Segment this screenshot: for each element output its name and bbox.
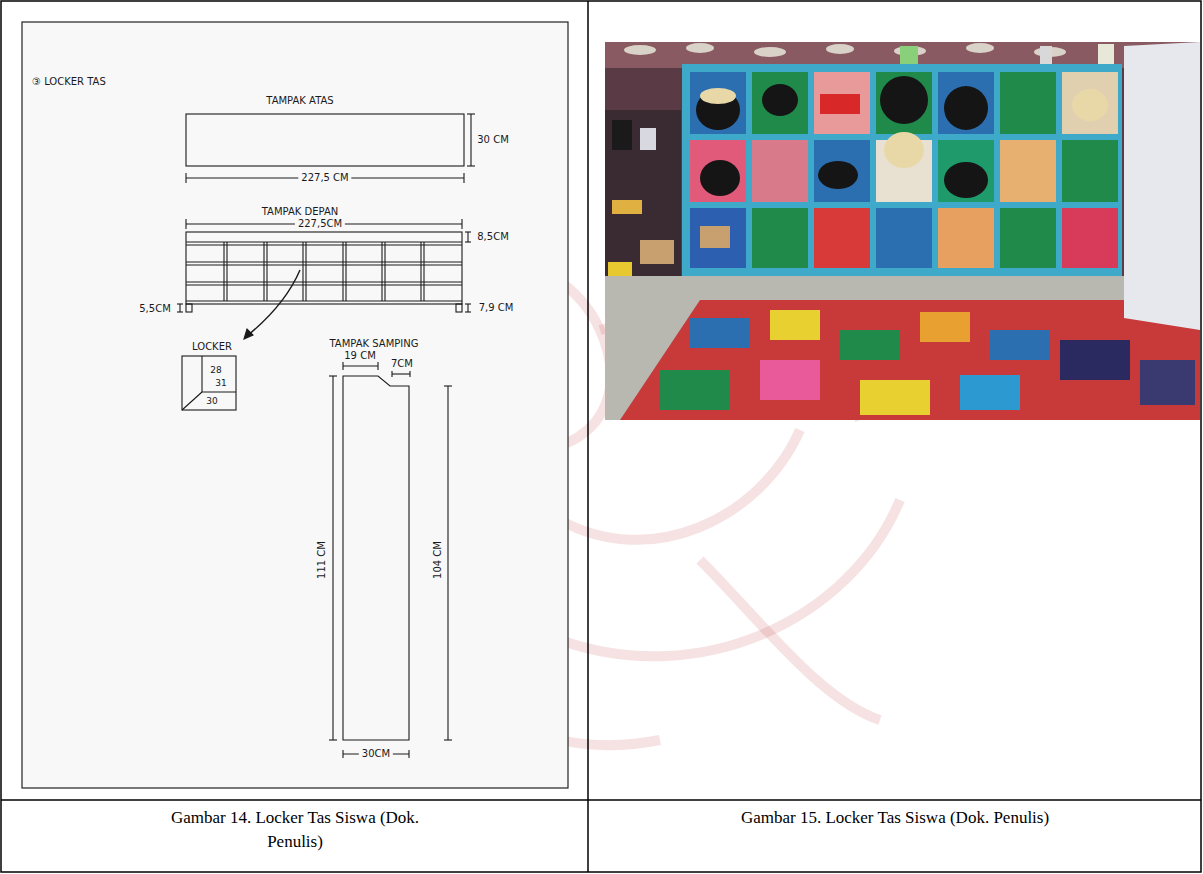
- dimension-label: 7CM: [391, 358, 413, 370]
- dimension-label: 5,5CM: [139, 303, 171, 315]
- dimension-label: 28: [210, 365, 221, 376]
- dimension-label: 8,5CM: [477, 231, 509, 243]
- dimension-label: 104 CM: [432, 541, 444, 579]
- dimension-label: 30 CM: [477, 134, 509, 146]
- view-title: TAMPAK ATAS: [266, 95, 333, 107]
- view-title: TAMPAK SAMPING: [330, 338, 419, 350]
- figure-caption: Gambar 14. Locker Tas Siswa (Dok. Penuli…: [145, 806, 445, 854]
- dimension-label: 19 CM: [344, 350, 376, 362]
- view-title: TAMPAK DEPAN: [262, 206, 339, 218]
- locker-sketch: [177, 114, 475, 758]
- dimension-label: 111 CM: [316, 541, 328, 579]
- dimension-label: 30CM: [359, 748, 393, 760]
- figure-caption: Gambar 15. Locker Tas Siswa (Dok. Penuli…: [592, 806, 1198, 830]
- sketch-sheet: [22, 22, 568, 788]
- dimension-label: 227,5CM: [295, 218, 345, 230]
- dimension-label: 30: [206, 396, 217, 407]
- classroom-photo: [605, 42, 1200, 420]
- dimension-label: 31: [215, 378, 226, 389]
- dimension-label: 7,9 CM: [479, 302, 514, 314]
- dimension-label: 227,5 CM: [298, 172, 351, 184]
- detail-title: LOCKER: [192, 341, 232, 353]
- sketch-heading: ③ LOCKER TAS: [32, 76, 106, 88]
